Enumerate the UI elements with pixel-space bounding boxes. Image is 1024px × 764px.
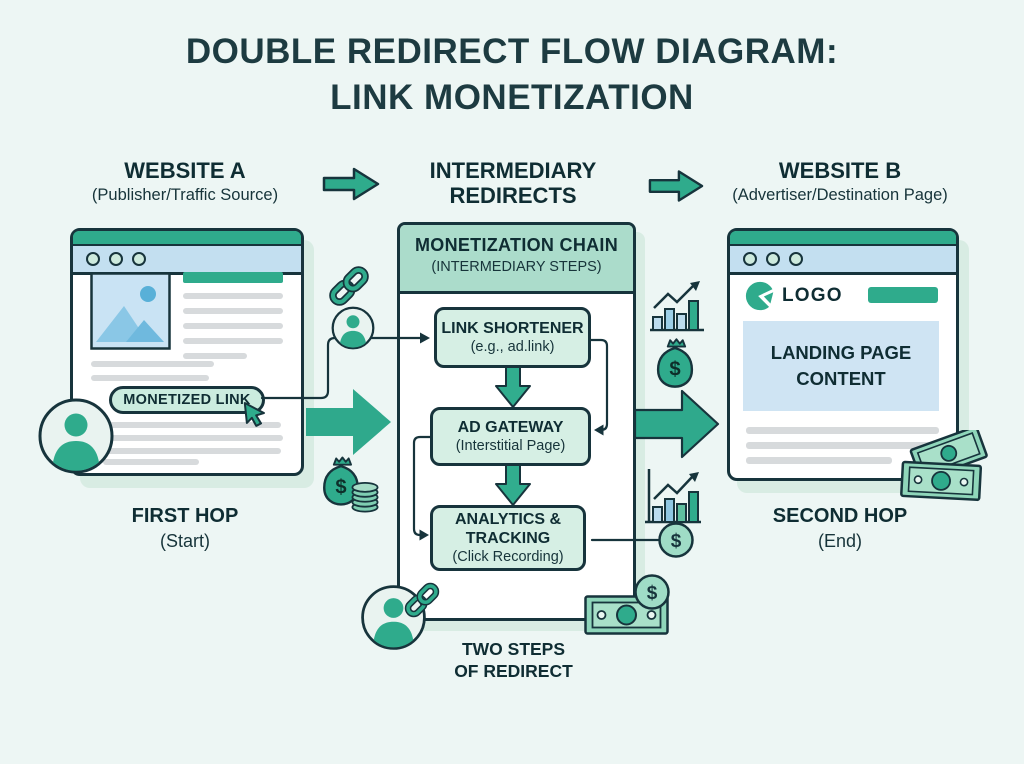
arrow-down-icon [495,366,531,408]
two-steps-line1: TWO STEPS [461,639,566,659]
text-line [103,459,199,465]
first-hop-title: FIRST HOP [131,505,239,527]
money-bill-icon [900,430,988,502]
window-titlebar [730,231,956,246]
logo-text: LOGO [782,285,843,306]
growth-chart-icon [645,469,701,524]
arrow-right-icon [634,389,720,459]
two-steps-line2: OF REDIRECT [454,661,573,681]
arrow-right-icon [306,389,391,455]
text-line [106,435,283,441]
coins-stack-icon [351,481,379,513]
svg-text:$: $ [669,359,680,381]
second-hop-title: SECOND HOP [772,505,908,527]
step-title: ANALYTICS & TRACKING [454,510,562,547]
text-line [183,323,283,329]
website-b-title: WEBSITE B [778,158,902,183]
growth-chart-icon [650,281,704,332]
step-subtitle: (e.g., ad.link) [470,338,555,355]
money-bag-icon: $ [656,338,694,388]
link-chain-icon [329,266,369,306]
landing-page-content-box: LANDING PAGE CONTENT [743,321,939,411]
text-line [183,308,283,314]
article-image-placeholder [90,272,171,350]
text-line [183,293,283,299]
window-dot [743,252,757,266]
window-tabbar [73,246,301,275]
text-line [103,448,281,454]
svg-text:$: $ [647,583,658,604]
window-dot [789,252,803,266]
text-line [183,338,283,344]
page-title-line2: LINK MONETIZATION [330,78,694,117]
column-header-website-b: WEBSITE B (Advertiser/Destination Page) [716,158,964,207]
cta-button-bar [868,287,938,303]
link-chain-icon [404,582,440,618]
headline-bar [183,272,283,283]
window-dot [86,252,100,266]
chain-title: MONETIZATION CHAIN [414,235,619,255]
website-a-title: WEBSITE A [124,158,246,183]
money-bag-icon: $ [323,456,359,506]
second-hop-caption: SECOND HOP (End) [716,504,964,553]
arrow-down-icon [495,464,531,506]
dollar-coin-icon: $ [658,522,694,558]
window-tabbar [730,246,956,275]
arrow-right-icon [648,170,704,202]
column-header-intermediary: INTERMEDIARY REDIRECTS [400,158,626,208]
first-hop-caption: FIRST HOP (Start) [62,504,308,553]
text-line [91,361,214,367]
logo-mark-icon [745,281,777,311]
website-b-window: LOGO LANDING PAGE CONTENT [727,228,959,481]
step-subtitle: (Interstitial Page) [455,437,566,454]
step-analytics-tracking: ANALYTICS & TRACKING (Click Recording) [430,505,586,571]
window-titlebar [73,231,301,246]
window-dot [109,252,123,266]
user-icon [38,398,114,474]
second-hop-subtitle: (End) [817,531,862,551]
text-line [746,442,939,449]
website-b-subtitle: (Advertiser/Destination Page) [732,186,948,204]
dollar-coin-icon: $ [634,574,670,610]
monetization-chain-box: MONETIZATION CHAIN (INTERMEDIARY STEPS) … [397,222,636,621]
first-hop-subtitle: (Start) [159,531,210,551]
column-header-website-a: WEBSITE A (Publisher/Traffic Source) [62,158,308,207]
step-ad-gateway: AD GATEWAY (Interstitial Page) [430,407,591,466]
svg-text:$: $ [671,531,682,552]
monetized-link-button: MONETIZED LINK [109,386,265,414]
cursor-icon [243,402,265,427]
step-title: AD GATEWAY [457,418,564,436]
intermediary-title-line1: INTERMEDIARY [429,158,597,183]
user-icon [331,306,375,350]
two-steps-caption: TWO STEPS OF REDIRECT [397,638,630,682]
chain-subtitle: (INTERMEDIARY STEPS) [431,259,602,275]
step-link-shortener: LINK SHORTENER (e.g., ad.link) [434,307,591,368]
website-a-subtitle: (Publisher/Traffic Source) [91,186,279,204]
text-line [103,422,281,428]
page-title-line1: DOUBLE REDIRECT FLOW DIAGRAM: [185,32,839,71]
text-line [183,353,247,359]
chain-header: MONETIZATION CHAIN (INTERMEDIARY STEPS) [400,225,633,294]
text-line [746,457,892,464]
window-dot [132,252,146,266]
window-dot [766,252,780,266]
text-line [91,375,209,381]
svg-text:$: $ [335,476,346,498]
intermediary-title-line2: REDIRECTS [449,183,577,208]
step-subtitle: (Click Recording) [452,548,564,565]
arrow-right-icon [322,167,380,201]
text-line [746,427,939,434]
step-title: LINK SHORTENER [441,319,584,337]
